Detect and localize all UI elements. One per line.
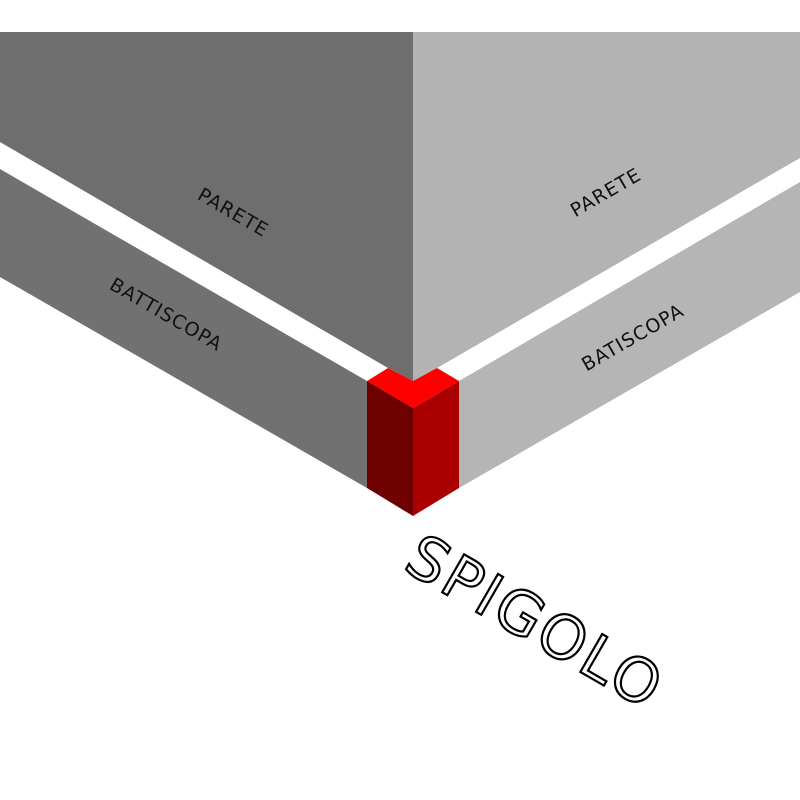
wall-left (0, 32, 413, 381)
wall-right (413, 32, 800, 381)
corner-piece-top (367, 368, 459, 408)
baseboard-right (459, 182, 800, 488)
baseboard-left (0, 169, 367, 488)
corner-piece-right-face (413, 381, 459, 516)
corner-piece-left-face (367, 381, 413, 516)
corner-label: SPIGOLO (394, 521, 676, 724)
